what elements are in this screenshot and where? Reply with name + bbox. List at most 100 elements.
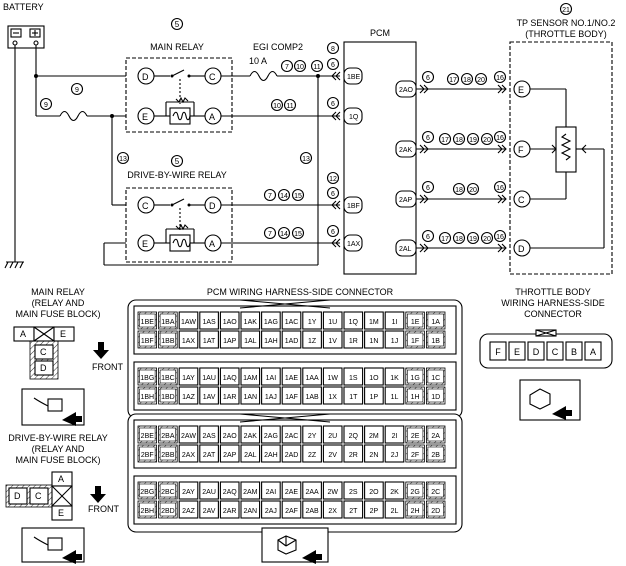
connector-pin: 1AT: [203, 338, 216, 345]
svg-text:WIRING HARNESS-SIDE: WIRING HARNESS-SIDE: [501, 298, 605, 308]
svg-text:C: C: [35, 491, 42, 501]
connector-pin: 2Y: [308, 433, 317, 440]
svg-text:7: 7: [285, 64, 289, 71]
svg-text:7: 7: [268, 193, 272, 200]
svg-text:6: 6: [331, 62, 335, 69]
svg-text:13: 13: [302, 156, 310, 163]
svg-text:20: 20: [477, 77, 485, 84]
svg-text:E: E: [60, 329, 66, 339]
connector-pin: 2AT: [203, 452, 216, 459]
connector-pin: 2BA: [161, 433, 175, 440]
connector-pin: 2AH: [264, 452, 278, 459]
connector-pin: 1AO: [223, 319, 238, 326]
svg-text:14: 14: [280, 231, 288, 238]
svg-text:5: 5: [175, 20, 180, 29]
connector-pin: 1AK: [244, 319, 258, 326]
connector-pin: 1BG: [140, 375, 154, 382]
connector-pin: 2AL: [244, 452, 257, 459]
svg-text:10: 10: [296, 64, 304, 71]
connector-pin: 2J: [391, 452, 398, 459]
dbw-relay-label: DRIVE-BY-WIRE RELAY: [127, 170, 227, 180]
connector-pin: 1AJ: [265, 394, 277, 401]
svg-text:D: D: [142, 72, 149, 82]
connector-pin: 2U: [328, 433, 337, 440]
main-relay-label: MAIN RELAY: [150, 42, 204, 52]
connector-pin: 1AQ: [223, 375, 238, 382]
connector-pin: 1Y: [308, 319, 317, 326]
svg-text:6: 6: [331, 229, 335, 236]
svg-text:D: D: [209, 201, 216, 211]
connector-pin: 2BD: [161, 508, 175, 515]
connector-pin: 2N: [369, 452, 378, 459]
connector-pin: 1AI: [266, 375, 277, 382]
connector-pin: 1AZ: [182, 394, 196, 401]
svg-text:C: C: [209, 72, 216, 82]
svg-text:11: 11: [313, 64, 320, 71]
connector-pin: 2D: [431, 508, 440, 515]
svg-text:E: E: [142, 239, 148, 249]
svg-text:MAIN FUSE BLOCK): MAIN FUSE BLOCK): [15, 309, 100, 319]
connector-pin: 2L: [391, 508, 399, 515]
svg-text:D: D: [518, 244, 525, 254]
pcm-connector-label: PCM WIRING HARNESS-SIDE CONNECTOR: [207, 287, 394, 297]
connector-pin: 2AO: [223, 433, 238, 440]
svg-text:FRONT: FRONT: [88, 504, 119, 514]
connector-pin: 1AC: [285, 319, 299, 326]
svg-text:C: C: [518, 195, 525, 205]
connector-pin: 1AG: [264, 319, 278, 326]
front-arrow-icon-2: [90, 486, 106, 503]
connector-pin: 1AU: [202, 375, 216, 382]
connector-pin: 2I: [392, 433, 398, 440]
svg-text:2AL: 2AL: [399, 246, 412, 253]
connector-pin: 2AV: [203, 508, 216, 515]
connector-pin: 1BC: [161, 375, 175, 382]
connector-pin: 1P: [370, 394, 379, 401]
svg-text:9: 9: [75, 87, 79, 94]
connector-pin: 1AE: [285, 375, 299, 382]
connector-pin: 1BB: [161, 338, 175, 345]
connector-pin: 2AP: [223, 452, 237, 459]
connector-pin: 2BH: [140, 508, 154, 515]
connector-pin: 1Z: [308, 338, 317, 345]
svg-text:D: D: [40, 363, 47, 373]
connector-pin: 2P: [370, 508, 379, 515]
connector-pin: 1H: [411, 394, 420, 401]
connector-pin: 1AS: [202, 319, 216, 326]
svg-text:THROTTLE BODY: THROTTLE BODY: [515, 287, 591, 297]
svg-text:MAIN FUSE BLOCK): MAIN FUSE BLOCK): [15, 455, 100, 465]
connector-pin: 2AI: [266, 489, 277, 496]
connector-pin: 1AD: [285, 338, 299, 345]
svg-text:17: 17: [441, 137, 449, 144]
connector-pin: 2T: [349, 508, 358, 515]
connector-pin: 1B: [431, 338, 440, 345]
connector-pin: 1AY: [182, 375, 195, 382]
probe-arrow-icon-4: [552, 406, 572, 420]
connector-pin: 2AD: [285, 452, 299, 459]
svg-text:16: 16: [496, 75, 504, 82]
connector-pin: 2AJ: [265, 508, 277, 515]
svg-text:E: E: [142, 112, 148, 122]
connector-pin: 2C: [431, 489, 440, 496]
svg-text:12: 12: [329, 176, 337, 183]
connector-pin: 2BE: [141, 433, 155, 440]
connector-pin: 2BG: [140, 489, 154, 496]
svg-text:1BF: 1BF: [347, 203, 360, 210]
svg-text:13: 13: [119, 156, 127, 163]
svg-text:2AP: 2AP: [399, 197, 413, 204]
svg-text:(RELAY AND: (RELAY AND: [32, 298, 85, 308]
connector-pin: 2AZ: [182, 508, 196, 515]
svg-text:A: A: [58, 474, 64, 484]
front-arrow-icon: [93, 342, 109, 359]
connector-pin: 1AR: [223, 394, 237, 401]
connector-pin: 2A: [431, 433, 440, 440]
tp-sensor-label: TP SENSOR NO.1/NO.2: [517, 18, 616, 28]
connector-pin: 1C: [431, 375, 440, 382]
ground-icon: [4, 261, 24, 269]
connector-pin: 1BE: [141, 319, 155, 326]
connector-pin: 1A: [431, 319, 440, 326]
throttle-body-connector: THROTTLE BODY WIRING HARNESS-SIDE CONNEC…: [479, 287, 613, 421]
svg-text:11: 11: [286, 103, 293, 110]
svg-text:1AX: 1AX: [347, 241, 361, 248]
